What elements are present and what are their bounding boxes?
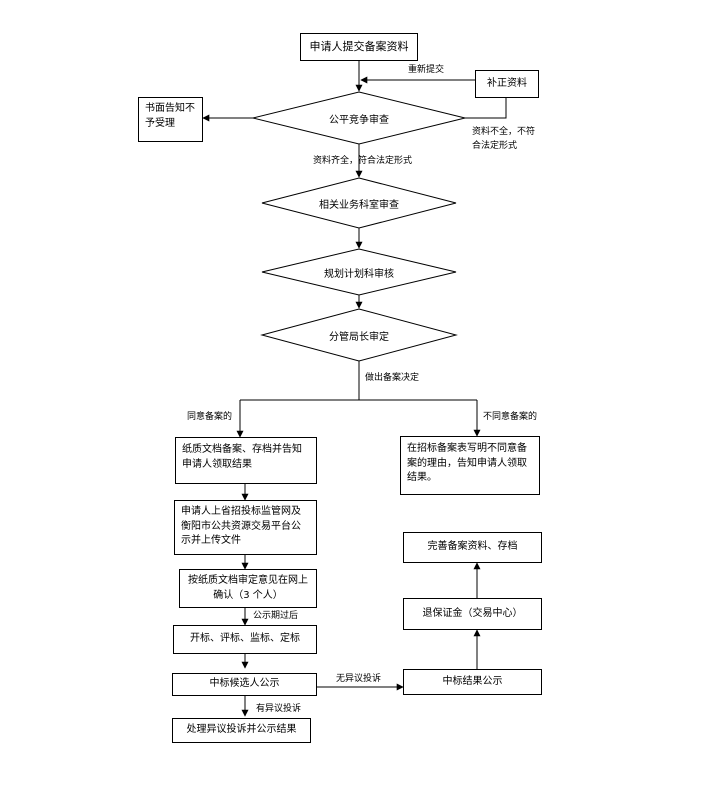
diamond-label-fair-review: 公平竞争审查 [329,115,389,126]
node-paper-filing: 纸质文档备案、存档并告知申请人领取结果 [175,437,317,484]
node-candidate-publicity: 中标候选人公示 [172,673,317,696]
edge-label-incomplete: 资料不全，不符合法定形式 [472,127,536,151]
edge-label-has-objection: 有异议投诉 [256,704,302,714]
diamond-label-director-review: 分管局长审定 [329,332,389,343]
edge-label-agree: 同意备案的 [187,412,233,422]
edge-label-decision: 做出备案决定 [365,373,420,383]
node-reject-notice: 书面告知不予受理 [138,97,203,142]
diamond-label-plan-review: 规划计划科审核 [324,269,394,280]
node-online-confirm: 按纸质文档审定意见在网上确认（3 个人） [179,569,317,608]
node-supplement: 补正资料 [475,70,539,98]
node-winner-publicity: 中标结果公示 [403,669,542,695]
edge-label-disagree: 不同意备案的 [483,412,538,422]
node-bid-steps: 开标、评标、监标、定标 [173,625,317,654]
node-submit: 申请人提交备案资料 [300,33,418,61]
edge-label-resubmit: 重新提交 [408,65,445,75]
edge-label-no-objection: 无异议投诉 [336,674,382,684]
node-not-agree-notice: 在招标备案表写明不同意备案的理由，告知申请人领取结果。 [400,436,540,495]
node-complete-archive: 完善备案资料、存档 [403,532,542,563]
edge-label-after-publicity: 公示期过后 [253,611,299,621]
node-refund-deposit: 退保证金（交易中心） [403,598,542,630]
edge-label-complete: 资料齐全，符合法定形式 [313,156,413,166]
diamond-label-dept-review: 相关业务科室审查 [319,200,399,211]
node-handle-complaint: 处理异议投诉并公示结果 [172,718,311,743]
line-fair-to-supplement [465,98,507,119]
node-upload-publicity: 申请人上省招投标监管网及衡阳市公共资源交易平台公示并上传文件 [174,500,317,555]
